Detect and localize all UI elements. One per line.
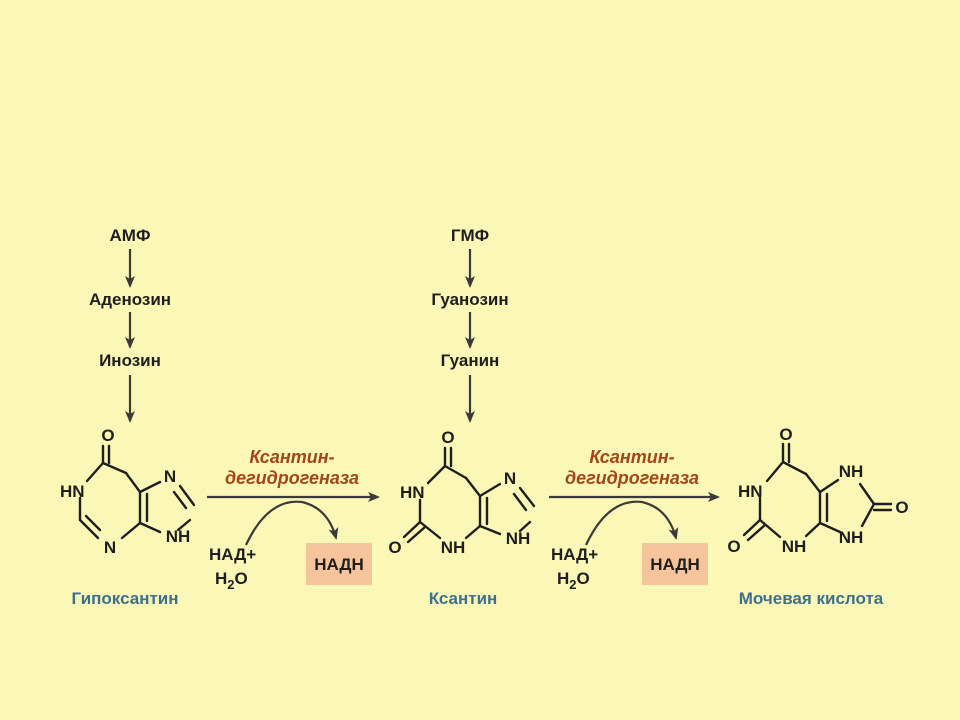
xanthine-oxygen-top: O [441,428,454,447]
guanine-label: Гуанин [441,351,500,370]
enzyme-1-line2: дегидрогеназа [225,468,359,488]
enzyme-1-line1: Ксантин- [249,447,334,467]
uric-acid-structure: O HN O NH NH O NH [727,425,908,556]
xanthine-n3: NH [441,538,466,557]
reaction-1-water: H2O [215,569,248,592]
xanthine-n9: NH [506,529,531,548]
reaction-2-water: H2O [557,569,590,592]
uric-oxygen-c8: O [895,498,908,517]
enzyme-2-line2: дегидрогеназа [565,468,699,488]
reaction-2: Ксантин- дегидрогеназа НАД+ H2O НАДН [549,447,720,592]
uric-n3: NH [782,537,807,556]
uric-n9: NH [839,528,864,547]
reaction-2-product: НАДН [650,555,700,574]
hypoxanthine-structure: O HN N N NH [60,426,196,557]
xanthine-name: Ксантин [429,589,498,608]
uric-oxygen-c2: O [727,537,740,556]
hypoxanthine-n7: N [164,467,176,486]
uric-n7: NH [839,462,864,481]
gmp-label: ГМФ [451,226,489,245]
adenosine-label: Аденозин [89,290,171,309]
reaction-1: Ксантин- дегидрогеназа НАД+ H2O НАДН [207,447,380,592]
uric-n1: HN [738,482,763,501]
uric-acid-name: Мочевая кислота [739,589,884,608]
left-precursor-chain: АМФ Аденозин Инозин [89,226,171,423]
xanthine-structure: O HN O NH N NH [388,428,536,557]
reaction-2-cofactor-arrow [585,500,679,546]
reaction-1-product: НАДН [314,555,364,574]
right-precursor-chain: ГМФ Гуанозин Гуанин [431,226,509,423]
xanthine-oxygen-c2: O [388,538,401,557]
xanthine-n7: N [504,469,516,488]
hypoxanthine-n1: HN [60,482,85,501]
enzyme-2-line1: Ксантин- [589,447,674,467]
amp-label: АМФ [110,226,151,245]
reaction-1-product-box [306,543,372,585]
hypoxanthine-oxygen: O [101,426,114,445]
hypoxanthine-n3: N [104,538,116,557]
reaction-1-cofactor: НАД+ [209,545,256,564]
hypoxanthine-n9: NH [166,527,191,546]
reaction-2-cofactor: НАД+ [551,545,598,564]
reaction-1-cofactor-arrow [245,500,339,546]
guanosine-label: Гуанозин [431,290,508,309]
xanthine-n1: HN [400,483,425,502]
hypoxanthine-name: Гипоксантин [71,589,178,608]
reaction-2-product-box [642,543,708,585]
inosine-label: Инозин [99,351,161,370]
uric-oxygen-top: O [779,425,792,444]
